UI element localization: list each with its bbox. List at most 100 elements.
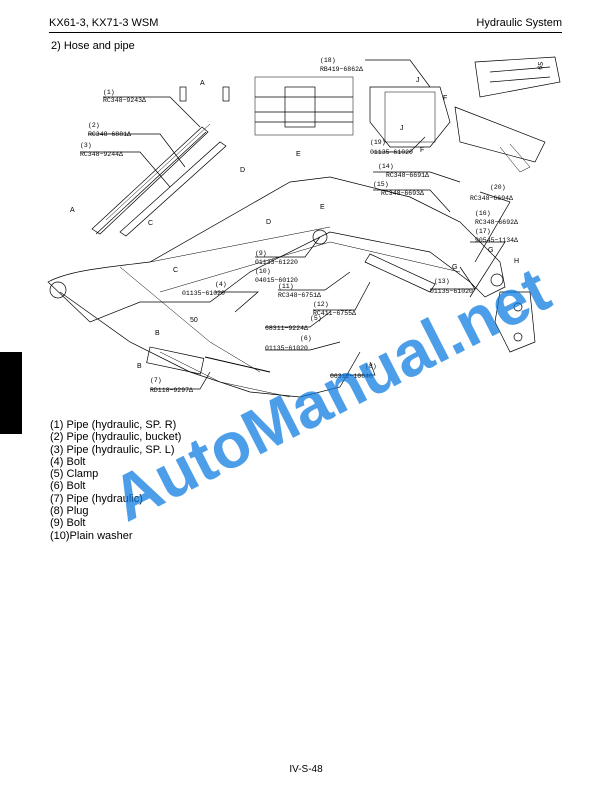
view-letter-a-2: A	[70, 207, 75, 214]
view-letter-f: F	[443, 95, 447, 102]
svg-text:68311−9224∆: 68311−9224∆	[265, 325, 308, 332]
callout-18-ref: (18)	[320, 57, 336, 64]
callout-14-code: RC348−6691∆	[386, 172, 429, 179]
parts-list-item: (2) Pipe (hydraulic, bucket)	[50, 431, 182, 444]
callout-3-code: RC348−9244∆	[80, 151, 123, 158]
callout-10-code: 04015−60120	[255, 277, 298, 284]
parts-list-item: (6) Bolt	[50, 480, 86, 493]
svg-text:(8): (8)	[365, 363, 377, 370]
chapter-title: Hydraulic System	[476, 17, 562, 29]
view-letter-g: G	[488, 247, 493, 254]
callout-7-code: RD118−9297∆	[150, 387, 193, 394]
view-letter-h: H	[514, 258, 519, 265]
view-letter-c: C	[148, 220, 153, 227]
svg-text:RC348−9244∆: RC348−9244∆	[80, 151, 123, 158]
callout-5-code: 68311−9224∆	[265, 325, 308, 332]
svg-text:RC411−6755∆: RC411−6755∆	[313, 310, 356, 317]
callout-17-ref: (17)	[475, 228, 491, 235]
view-letter-g-2: G	[452, 264, 457, 271]
callout-19-ref: (19)	[370, 139, 386, 146]
parts-list-item: (7) Pipe (hydraulic)	[50, 492, 143, 505]
svg-text:(9): (9)	[255, 250, 267, 257]
parts-list-item: (1) Pipe (hydraulic, SP. R)	[50, 419, 177, 431]
view-letter-b: B	[155, 330, 160, 337]
callout-1-code: RC348−9243∆	[103, 97, 146, 104]
svg-text:(20): (20)	[490, 184, 506, 191]
view-letter-j: J	[416, 77, 420, 84]
view-letter-c-2: C	[173, 267, 178, 274]
callout-20-code: RC348−6694∆	[470, 195, 513, 202]
callout-15-code: RC348−6693∆	[381, 190, 424, 197]
callout-8-ref: (8)	[365, 363, 377, 370]
header-rule	[49, 32, 562, 33]
svg-text:RC348−6693∆: RC348−6693∆	[381, 190, 424, 197]
parts-list: (1) Pipe (hydraulic, SP. R) (2) Pipe (hy…	[50, 419, 181, 542]
parts-list-item: (10)Plain washer	[50, 529, 133, 542]
callout-4-code: 01135−61020	[182, 290, 225, 297]
parts-list-item: (5) Clamp	[50, 468, 99, 481]
callout-14-ref: (14)	[378, 163, 394, 170]
callout-12-ref: (12)	[313, 301, 329, 308]
callout-2-ref: (2)	[88, 122, 100, 129]
svg-text:RC348−6691∆: RC348−6691∆	[386, 172, 429, 179]
svg-text:RC348−9243∆: RC348−9243∆	[103, 97, 146, 104]
svg-text:01135−61020: 01135−61020	[430, 288, 473, 295]
view-letter-e: E	[296, 151, 301, 158]
page-number: IV-S-48	[289, 764, 323, 775]
callout-17-code: 90545−1134∆	[475, 237, 518, 244]
callout-6-ref: (6)	[300, 335, 312, 342]
svg-text:(11): (11)	[278, 283, 294, 290]
svg-text:(12): (12)	[313, 301, 329, 308]
view-letter-j-2: J	[400, 125, 404, 132]
callout-1-ref: (1)	[103, 89, 115, 96]
callout-9-ref: (9)	[255, 250, 267, 257]
callout-11-code: RC348−6751∆	[278, 292, 321, 299]
svg-text:(13): (13)	[434, 278, 450, 285]
callout-15-ref: (15)	[373, 181, 389, 188]
svg-text:RC348−6694∆: RC348−6694∆	[470, 195, 513, 202]
callout-12-code: RC411−6755∆	[313, 310, 356, 317]
dimension-50: 50	[190, 317, 198, 324]
dimension-65: 65	[537, 61, 545, 70]
view-letter-d: D	[240, 167, 245, 174]
section-title: 2) Hose and pipe	[51, 40, 135, 52]
parts-list-item: (3) Pipe (hydraulic, SP. L)	[50, 443, 175, 456]
callout-13-ref: (13)	[434, 278, 450, 285]
svg-text:(1): (1)	[103, 89, 115, 96]
callout-6-code: 01135−61020	[265, 345, 308, 352]
hose-pipe-diagram: (1) RC348−9243∆ (2) RC348−6881∆ (3) RC34…	[47, 56, 561, 398]
callout-10-ref: (10)	[255, 268, 271, 275]
parts-list-item: (4) Bolt	[50, 455, 86, 468]
view-letter-e-2: E	[320, 204, 325, 211]
svg-text:(2): (2)	[88, 122, 100, 129]
svg-text:01135−61020: 01135−61020	[182, 290, 225, 297]
svg-text:04015−60120: 04015−60120	[255, 277, 298, 284]
svg-text:RC348−6751∆: RC348−6751∆	[278, 292, 321, 299]
svg-text:(19): (19)	[370, 139, 386, 146]
callout-2-code: RC348−6881∆	[88, 131, 131, 138]
callout-20-ref: (20)	[490, 184, 506, 191]
callout-7-ref: (7)	[150, 377, 162, 384]
callout-4-ref: (4)	[215, 281, 227, 288]
svg-text:(14): (14)	[378, 163, 394, 170]
svg-text:(5): (5)	[310, 315, 322, 322]
svg-text:(18): (18)	[320, 57, 336, 64]
svg-text:(16): (16)	[475, 210, 491, 217]
svg-text:RD118−9297∆: RD118−9297∆	[150, 387, 193, 394]
svg-text:RC348−6692∆: RC348−6692∆	[475, 219, 518, 226]
callout-11-ref: (11)	[278, 283, 294, 290]
svg-text:01135−61020: 01135−61020	[370, 149, 413, 156]
svg-text:01133−61220: 01133−61220	[255, 259, 298, 266]
svg-text:(6): (6)	[300, 335, 312, 342]
svg-text:90545−1134∆: 90545−1134∆	[475, 237, 518, 244]
parts-list-item: (8) Plug	[50, 505, 89, 518]
callout-9-code: 01133−61220	[255, 259, 298, 266]
callout-18-code: RB419−6862∆	[320, 66, 363, 73]
svg-text:(17): (17)	[475, 228, 491, 235]
svg-text:(10): (10)	[255, 268, 271, 275]
svg-text:(3): (3)	[80, 142, 92, 149]
view-letter-f-2: F	[420, 147, 424, 154]
svg-text:(7): (7)	[150, 377, 162, 384]
callout-19-code: 01135−61020	[370, 149, 413, 156]
callout-16-code: RC348−6692∆	[475, 219, 518, 226]
